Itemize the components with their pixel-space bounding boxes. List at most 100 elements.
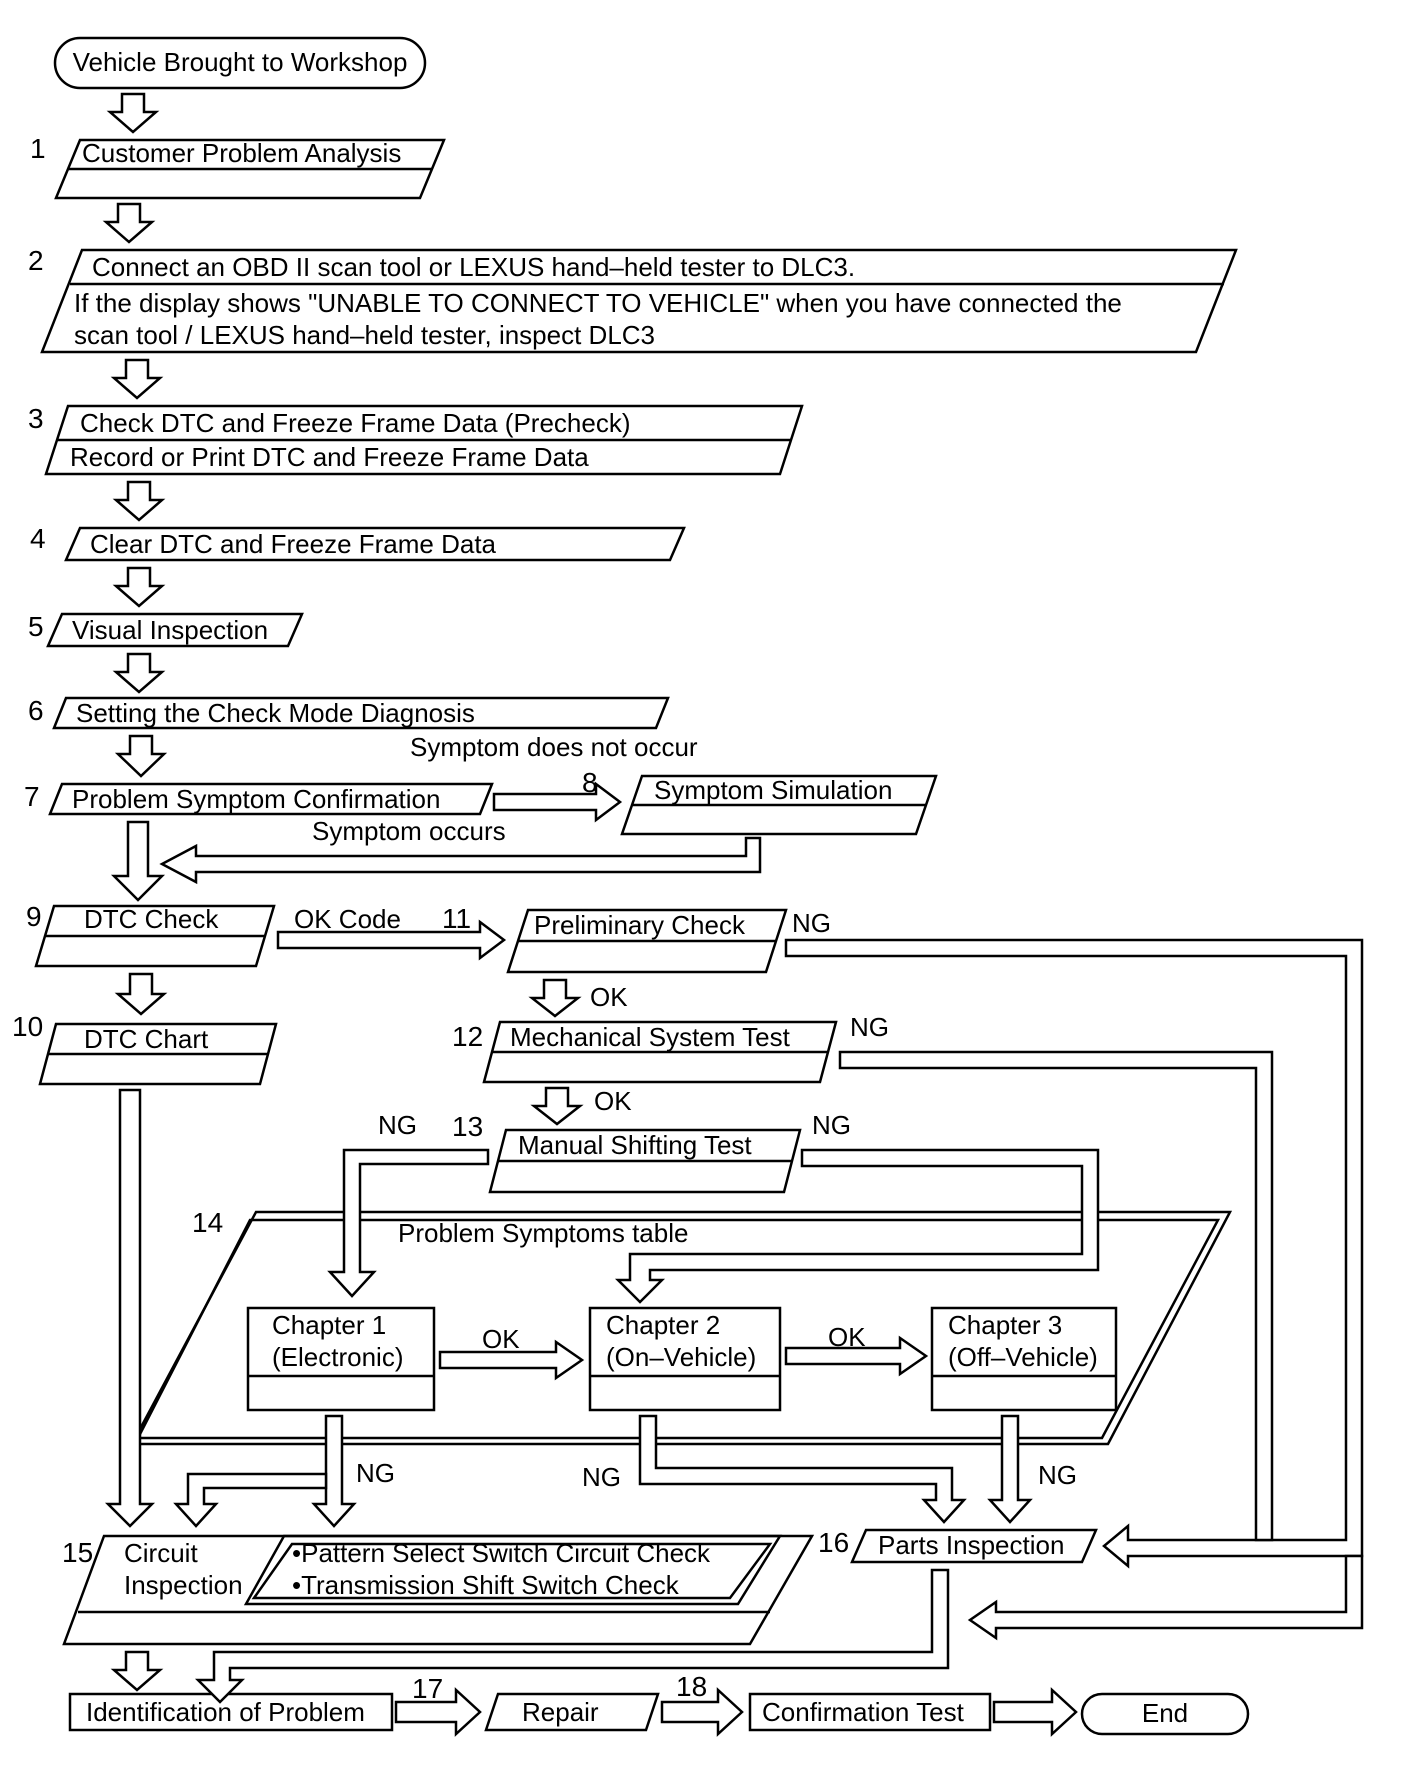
- label-ok-11: OK: [590, 982, 628, 1012]
- step-5: 5 Visual Inspection: [28, 611, 304, 648]
- arrow-13-ng-to-ch1: [327, 1148, 490, 1298]
- step-2-line3: scan tool / LEXUS hand–held tester, insp…: [74, 320, 655, 350]
- arrow-outer-into-16: [967, 1554, 1364, 1641]
- arrow-11-ng-to-16: [784, 938, 1364, 1569]
- step-17-number: 17: [412, 1673, 443, 1704]
- step-7: 7 Problem Symptom Confirmation: [24, 781, 494, 816]
- step-8-label: Symptom Simulation: [654, 775, 892, 805]
- step-11-label: Preliminary Check: [534, 910, 746, 940]
- arrow-identify-to-17: [394, 1687, 482, 1737]
- step-18-label: Confirmation Test: [762, 1697, 965, 1727]
- label-ng-13-left: NG: [378, 1110, 417, 1140]
- arrow-1-to-2: [102, 202, 156, 244]
- arrow-12-to-13: [530, 1086, 584, 1126]
- step-3: 3 Check DTC and Freeze Frame Data (Prech…: [28, 403, 804, 476]
- step-3-line1: Check DTC and Freeze Frame Data (Prechec…: [80, 408, 631, 438]
- step-10-number: 10: [12, 1011, 43, 1042]
- chapter-3-box: Chapter 3 (Off–Vehicle): [930, 1306, 1118, 1412]
- arrow-ch1-to-ch2: [438, 1339, 585, 1381]
- chapter-2-line1: Chapter 2: [606, 1310, 720, 1340]
- label-ok-ch1: OK: [482, 1324, 520, 1354]
- step-3-number: 3: [28, 403, 44, 434]
- step-8-number: 8: [582, 767, 598, 798]
- step-15-line2: Inspection: [124, 1570, 243, 1600]
- label-ng-ch1: NG: [356, 1458, 395, 1488]
- arrow-start-to-1: [106, 92, 160, 134]
- arrow-13-ng-to-ch2: [614, 1148, 1100, 1304]
- label-ng-ch3: NG: [1038, 1460, 1077, 1490]
- label-symptom-not-occur: Symptom does not occur: [410, 732, 698, 762]
- arrow-9-to-11: [276, 919, 507, 961]
- label-ng-12: NG: [850, 1012, 889, 1042]
- step-12-number: 12: [452, 1021, 483, 1052]
- arrow-11-to-12: [528, 978, 582, 1018]
- step-2-line1: Connect an OBD II scan tool or LEXUS han…: [92, 252, 855, 282]
- step-15-number: 15: [62, 1537, 93, 1568]
- step-10-label: DTC Chart: [84, 1024, 209, 1054]
- step-11: Preliminary Check: [506, 908, 788, 974]
- arrow-6-to-7: [114, 734, 168, 778]
- label-ng-ch2: NG: [582, 1462, 621, 1492]
- step-9-number: 9: [26, 901, 42, 932]
- step-10: 10 DTC Chart: [12, 1011, 278, 1086]
- arrow-10-to-15: [104, 1088, 156, 1528]
- label-ok-code: OK Code: [294, 904, 401, 934]
- arrow-17-to-18: [660, 1687, 744, 1737]
- step-2: 2 Connect an OBD II scan tool or LEXUS h…: [28, 245, 1238, 354]
- arrow-2-to-3: [110, 358, 164, 400]
- step-18: Confirmation Test: [748, 1692, 992, 1732]
- identification-box: Identification of Problem: [68, 1692, 394, 1732]
- chapter-1-line2: (Electronic): [272, 1342, 403, 1372]
- arrow-ch1-ng-down: [311, 1414, 357, 1528]
- step-16-number: 16: [818, 1527, 849, 1558]
- arrow-9-to-10: [114, 972, 168, 1016]
- step-8: 8 Symptom Simulation: [582, 767, 938, 836]
- step-17-label: Repair: [522, 1697, 599, 1727]
- step-15: Circuit Inspection •Pattern Select Switc…: [62, 1534, 815, 1646]
- chapter-1-box: Chapter 1 (Electronic): [246, 1306, 436, 1412]
- step-4-number: 4: [30, 523, 46, 554]
- step-5-number: 5: [28, 611, 44, 642]
- step-3-line2: Record or Print DTC and Freeze Frame Dat…: [70, 442, 589, 472]
- start-terminal: Vehicle Brought to Workshop: [53, 36, 427, 90]
- step-9-label: DTC Check: [84, 904, 219, 934]
- chapter-3-line2: (Off–Vehicle): [948, 1342, 1098, 1372]
- label-ng-11: NG: [792, 908, 831, 938]
- step-1-label: Customer Problem Analysis: [82, 138, 401, 168]
- chapter-2-box: Chapter 2 (On–Vehicle): [588, 1306, 782, 1412]
- end-label: End: [1142, 1698, 1188, 1728]
- step-4: 4 Clear DTC and Freeze Frame Data: [30, 523, 686, 562]
- step-7-label: Problem Symptom Confirmation: [72, 784, 440, 814]
- identification-label: Identification of Problem: [86, 1697, 365, 1727]
- step-13-label: Manual Shifting Test: [518, 1130, 752, 1160]
- arrow-15-to-identification: [110, 1650, 164, 1692]
- step-2-line2: If the display shows "UNABLE TO CONNECT …: [74, 288, 1122, 318]
- step-16-label: Parts Inspection: [878, 1530, 1064, 1560]
- step-11-number: 11: [442, 903, 471, 934]
- arrow-ch2-ng-to-16: [638, 1414, 967, 1524]
- step-16: Parts Inspection: [850, 1528, 1098, 1564]
- arrow-7-to-8: [492, 781, 623, 823]
- step-13-number: 13: [452, 1111, 483, 1142]
- label-symptom-occurs: Symptom occurs: [312, 816, 506, 846]
- step-4-label: Clear DTC and Freeze Frame Data: [90, 529, 497, 559]
- step-15-check-1: •Pattern Select Switch Circuit Check: [292, 1538, 711, 1568]
- arrow-18-to-end: [992, 1687, 1078, 1737]
- label-ng-13-right: NG: [812, 1110, 851, 1140]
- step-12: 12 Mechanical System Test: [452, 1020, 838, 1084]
- arrow-8-return-to-9: [159, 836, 762, 885]
- arrow-ch3-ng-to-16: [987, 1414, 1033, 1524]
- arrow-ch1-ng-branch: [173, 1472, 328, 1528]
- step-2-number: 2: [28, 245, 44, 276]
- step-14-label: Problem Symptoms table: [398, 1218, 688, 1248]
- step-1-number: 1: [30, 133, 46, 164]
- step-14-number: 14: [192, 1207, 223, 1238]
- start-label: Vehicle Brought to Workshop: [73, 47, 408, 77]
- arrow-4-to-5: [112, 566, 166, 608]
- arrow-16-to-identification: [194, 1568, 950, 1704]
- step-6-label: Setting the Check Mode Diagnosis: [76, 698, 475, 728]
- label-ok-12: OK: [594, 1086, 632, 1116]
- step-13: Manual Shifting Test: [488, 1128, 802, 1194]
- end-terminal: End: [1080, 1692, 1250, 1736]
